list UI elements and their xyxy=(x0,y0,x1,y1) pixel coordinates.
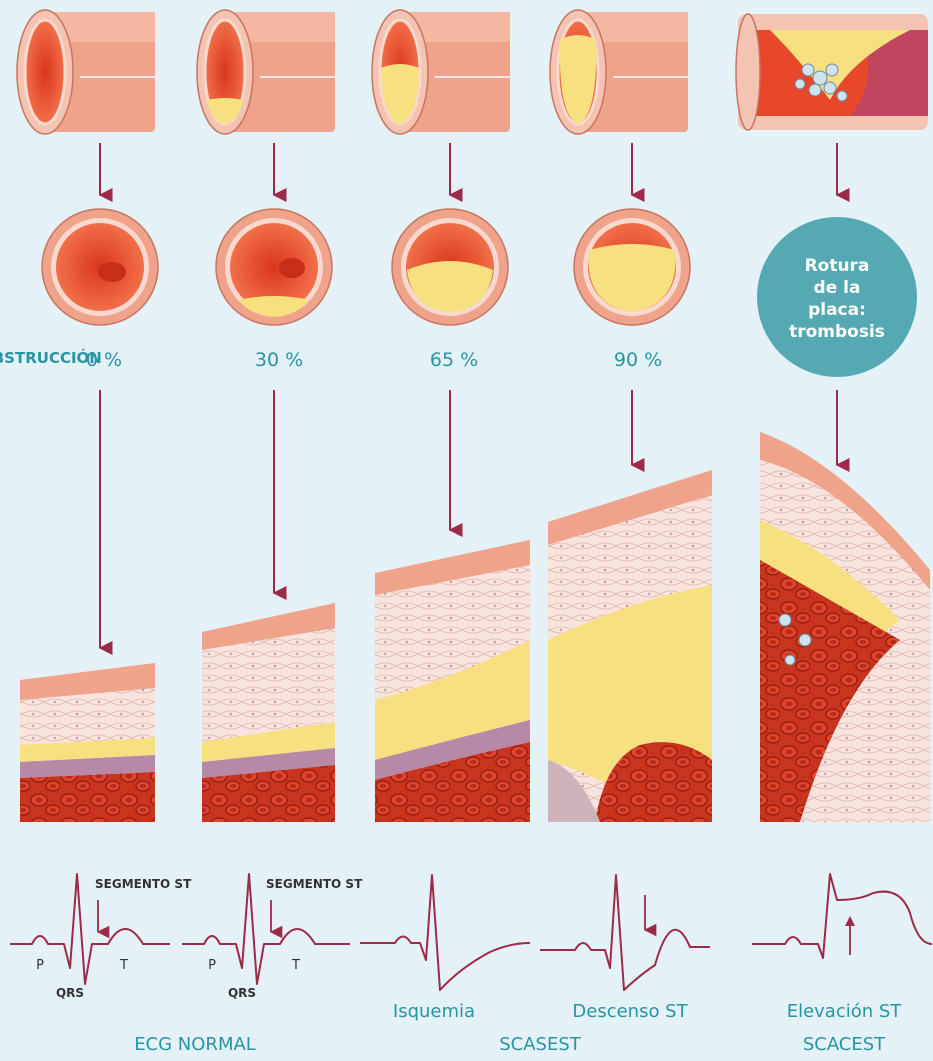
vessel-tube-ruptured xyxy=(736,14,928,130)
pct-30: 30 % xyxy=(255,349,303,371)
cross-section-0 xyxy=(42,209,158,325)
vessel-tube-90 xyxy=(550,10,688,134)
cross-section-90 xyxy=(574,209,690,325)
cross-section-30 xyxy=(216,209,332,325)
ecg-traces xyxy=(10,874,932,990)
pct-65: 65 % xyxy=(430,349,478,371)
cross-section-65 xyxy=(392,209,508,325)
caption-descenso-st: Descenso ST xyxy=(572,1001,687,1022)
vessel-tube-65 xyxy=(372,10,510,134)
rupture-line-1: Rotura xyxy=(789,255,885,277)
arrows-row1 xyxy=(100,143,837,195)
ecg-markers xyxy=(98,895,645,932)
tissue-90 xyxy=(548,470,712,822)
caption-scacest: SCACEST xyxy=(803,1034,885,1055)
segmento-st-label-2: SEGMENTO ST xyxy=(266,877,362,891)
p-label-1: P xyxy=(36,958,44,973)
ecg-trace-elevacion xyxy=(752,874,932,958)
pct-0: 0 % xyxy=(86,349,122,371)
ecg-trace-isquemia xyxy=(360,875,530,990)
rupture-line-3: trombosis xyxy=(789,321,885,343)
t-label-2: T xyxy=(292,958,300,973)
caption-isquemia: Isquemia xyxy=(393,1001,475,1022)
ecg-trace-descenso xyxy=(540,875,710,990)
caption-ecg-normal: ECG NORMAL xyxy=(134,1034,256,1055)
p-label-2: P xyxy=(208,958,216,973)
rupture-line-2: de la placa: xyxy=(789,277,885,321)
tissue-65 xyxy=(375,540,530,822)
t-label-1: T xyxy=(120,958,128,973)
tissue-0 xyxy=(20,663,155,822)
vessel-tube-0 xyxy=(17,10,155,134)
caption-scasest: SCASEST xyxy=(499,1034,581,1055)
qrs-label-2: QRS xyxy=(228,986,256,1000)
caption-elevacion-st: Elevación ST xyxy=(787,1001,902,1022)
tissue-30 xyxy=(202,603,335,822)
rupture-label: Rotura de la placa: trombosis xyxy=(789,255,885,343)
pct-90: 90 % xyxy=(614,349,662,371)
tissue-ruptured xyxy=(760,432,930,822)
qrs-label-1: QRS xyxy=(56,986,84,1000)
segmento-st-label-1: SEGMENTO ST xyxy=(95,877,191,891)
ecg-up-arrow xyxy=(845,916,855,955)
vessel-tube-30 xyxy=(197,10,335,134)
